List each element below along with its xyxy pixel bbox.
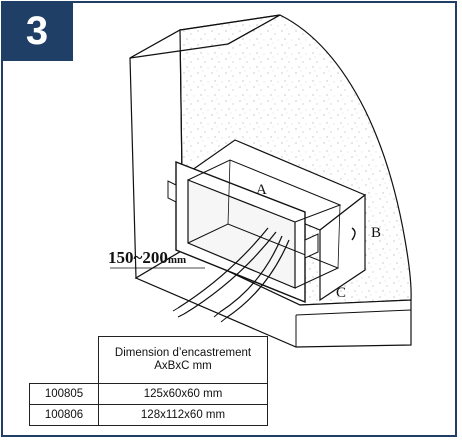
label-a: A [256, 182, 267, 198]
cable-2 [219, 235, 283, 313]
table-row-size: 128x112x60 mm [98, 404, 268, 426]
dimension-table: Dimension d’encastrement AxBxC mm 100805… [29, 336, 268, 426]
label-c: C [336, 285, 346, 301]
table-header-row: Dimension d’encastrement AxBxC mm [29, 336, 268, 384]
cable-length-label: 150~200mm [108, 248, 186, 267]
cable-length-unit: mm [168, 254, 186, 266]
table-row: 100806 128x112x60 mm [29, 404, 268, 426]
table-row: 100805 125x60x60 mm [29, 383, 268, 405]
cable-1 [177, 227, 269, 309]
wall-side-face [129, 28, 184, 280]
cable-2b [225, 239, 290, 319]
cable-1b [183, 231, 277, 315]
box-body-right [319, 193, 366, 302]
table-row-size: 125x60x60 mm [98, 383, 268, 405]
step-number-badge: 3 [1, 1, 73, 61]
table-header-cell: Dimension d’encastrement AxBxC mm [98, 336, 268, 384]
mounting-tab-right [304, 233, 319, 259]
mounting-tab-left [167, 180, 177, 203]
table-row-code: 100805 [29, 383, 99, 405]
table-header-line2: AxBxC mm [154, 360, 212, 372]
table-row-code: 100806 [29, 404, 99, 426]
table-header-line1: Dimension d’encastrement [114, 347, 252, 359]
table-corner-cell [29, 336, 99, 384]
label-b: B [371, 225, 381, 241]
